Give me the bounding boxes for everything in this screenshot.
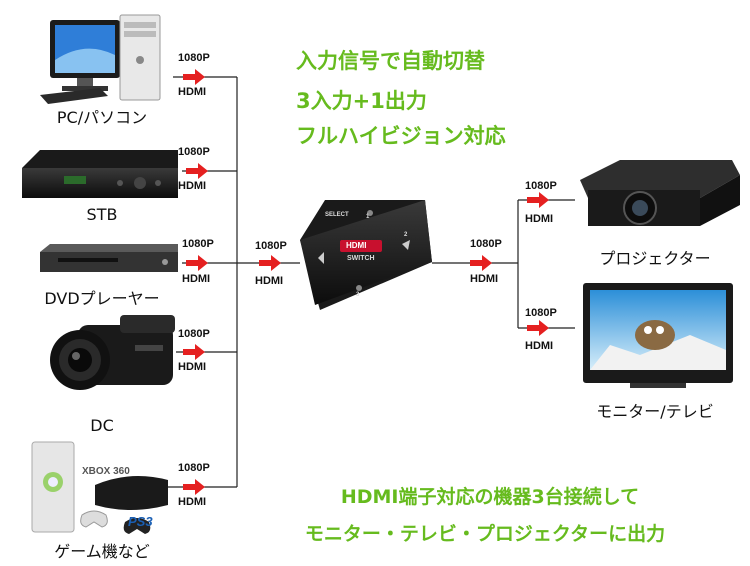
input-label-game: ゲーム機など: [54, 542, 150, 561]
signal-interface-label: HDMI: [255, 275, 284, 287]
signal-resolution-label: 1080P: [178, 146, 210, 158]
arrow-stb: [186, 163, 208, 179]
tv-icon: [583, 283, 733, 388]
desktop-pc-icon: [40, 14, 161, 104]
signal-resolution-label: 1080P: [470, 238, 502, 250]
signal-interface-label: HDMI: [178, 496, 207, 508]
set-top-box-icon: [22, 150, 178, 198]
switch-logo-plate: [340, 240, 382, 252]
headline-line2: 3入力+1出力: [296, 89, 427, 113]
arrow-dvd: [186, 255, 208, 271]
signal-resolution-label: 1080P: [178, 462, 210, 474]
switch-port-3: 3: [356, 292, 360, 298]
signal-interface-label: HDMI: [178, 86, 207, 98]
switch-select-label: SELECT: [325, 212, 349, 218]
signal-resolution-label: 1080P: [178, 52, 210, 64]
input-label-stb: STB: [86, 205, 118, 224]
signal-resolution-label: 1080P: [182, 238, 214, 250]
hdmi-switch-icon: [300, 200, 432, 310]
footer-line1: HDMI端子対応の機器3台接続して: [340, 486, 640, 508]
switch-name: SWITCH: [347, 255, 375, 262]
signal-interface-label: HDMI: [178, 361, 207, 373]
input-label-dvd: DVDプレーヤー: [44, 289, 160, 308]
arrow-pc: [183, 69, 205, 85]
projector-icon: [580, 160, 740, 226]
output-label-tv: モニター/テレビ: [596, 402, 714, 421]
signal-interface-label: HDMI: [182, 273, 211, 285]
signal-resolution-label: 1080P: [178, 328, 210, 340]
output-label-projector: プロジェクター: [599, 249, 711, 268]
footer-line2: モニター・テレビ・プロジェクターに出力: [304, 523, 666, 545]
arrow-tv: [527, 320, 549, 336]
switch-brand: HDMI: [346, 241, 367, 250]
arrow-projector: [527, 192, 549, 208]
arrow-from-switch: [470, 255, 492, 271]
signal-interface-label: HDMI: [178, 180, 207, 192]
signal-interface-label: HDMI: [470, 273, 499, 285]
switch-port-2: 2: [404, 232, 408, 238]
game-console-icon: [31, 441, 168, 534]
headline-line3: フルハイビジョン対応: [296, 124, 506, 148]
signal-interface-label: HDMI: [525, 340, 554, 352]
ps3-logo: PS3: [128, 514, 153, 529]
input-label-dc: DC: [90, 416, 114, 435]
arrow-to-switch: [259, 255, 281, 271]
dvd-player-icon: [40, 244, 178, 272]
signal-resolution-label: 1080P: [255, 240, 287, 252]
camcorder-icon: [50, 315, 175, 390]
arrow-dc: [183, 344, 205, 360]
signal-resolution-label: 1080P: [525, 307, 557, 319]
signal-resolution-label: 1080P: [525, 180, 557, 192]
switch-port-1: 1: [366, 214, 370, 220]
input-label-pc: PC/パソコン: [56, 108, 148, 127]
signal-interface-label: HDMI: [525, 213, 554, 225]
xbox-logo: XBOX 360: [82, 466, 130, 477]
headline-line1: 入力信号で自動切替: [296, 49, 485, 73]
arrow-game: [183, 479, 205, 495]
